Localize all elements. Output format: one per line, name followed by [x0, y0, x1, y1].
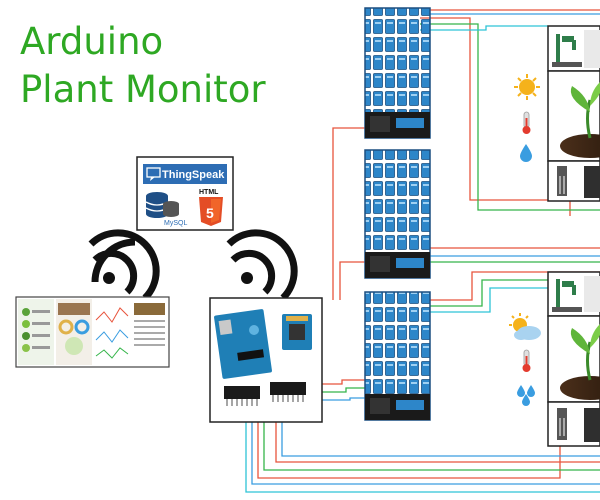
- mysql-label: MySQL: [164, 220, 187, 227]
- thingspeak-logo: [143, 164, 227, 184]
- wire-blue: [281, 422, 600, 457]
- plant-unit-1: [514, 25, 600, 202]
- water-drop-icon: [520, 144, 532, 162]
- controller-box: [209, 297, 323, 423]
- mobile-app-screens: [15, 296, 170, 368]
- plant-unit-2: [509, 271, 600, 447]
- wire-blue: [251, 422, 600, 485]
- wire-red: [322, 379, 365, 385]
- wire-cyan: [430, 287, 548, 313]
- title-line-2: Plant Monitor: [20, 68, 266, 111]
- wire-red: [420, 17, 571, 216]
- wire-red: [430, 271, 600, 301]
- wire-cyan: [245, 422, 600, 493]
- html5-icon: 5: [199, 197, 223, 226]
- relay-board-top: [364, 7, 431, 139]
- wire-red: [275, 422, 600, 463]
- thermometer-icon: [522, 349, 531, 372]
- sun-icon: [514, 74, 540, 100]
- chip-ic-2: [270, 382, 306, 402]
- database-icon: [145, 192, 179, 218]
- plant-sprout-icon: [560, 324, 600, 400]
- thermometer-icon: [522, 111, 531, 134]
- soil-sensor-icon: [557, 408, 567, 440]
- wire-green: [322, 387, 365, 393]
- partly-cloudy-icon: [509, 313, 541, 340]
- wifi-module: [282, 314, 312, 350]
- soil-sensor-icon: [557, 166, 567, 196]
- wire-red: [339, 261, 365, 300]
- wire-blue: [322, 397, 365, 401]
- water-pump-icon: [552, 279, 582, 312]
- chip-ic-1: [224, 386, 260, 406]
- relay-board-bottom: [364, 291, 431, 421]
- title-line-1: Arduino: [20, 20, 164, 63]
- thingspeak-label: ThingSpeak: [162, 169, 225, 181]
- page-title: Arduino Plant Monitor: [20, 18, 266, 114]
- html5-version: 5: [206, 205, 214, 221]
- plant-sprout-icon: [560, 82, 600, 158]
- wire-cyan: [420, 25, 548, 31]
- wifi-icon: [226, 229, 298, 301]
- wiring: [245, 9, 600, 493]
- cloud-services-box: ThingSpeak MySQL HTML 5: [136, 156, 234, 231]
- wire-green: [263, 422, 600, 471]
- wifi-icon: [88, 229, 160, 301]
- relay-board-middle: [364, 149, 431, 279]
- wire-red: [332, 127, 365, 300]
- water-pump-icon: [552, 34, 582, 67]
- wire-green: [420, 23, 600, 211]
- html-label: HTML: [199, 189, 219, 196]
- water-drop-icon: [517, 385, 535, 406]
- wire-green: [430, 279, 600, 307]
- arduino-board: [214, 309, 272, 379]
